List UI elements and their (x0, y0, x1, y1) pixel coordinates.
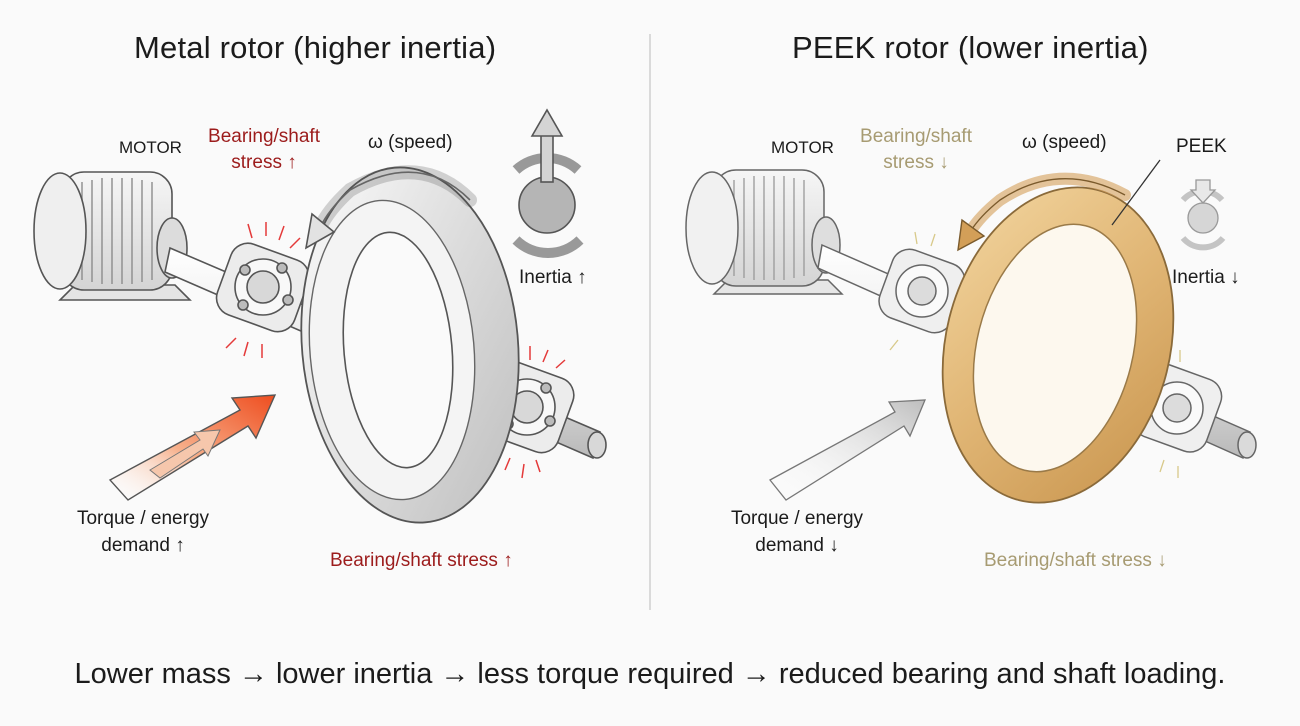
left-inertia-icon (512, 108, 584, 258)
left-torque-label: Torque / energy demand ↑ (70, 505, 216, 559)
left-bearing-stress-top: Bearing/shaft stress ↑ (200, 124, 328, 176)
caption: Lower mass → lower inertia → less torque… (74, 658, 1226, 690)
left-bearing-stress-top-line1: Bearing/shaft (208, 126, 320, 147)
peek-material-label: PEEK (1176, 136, 1227, 157)
left-motor-label: MOTOR (119, 138, 182, 157)
left-bearing-1-stress-lines (225, 222, 301, 358)
left-torque-arrow (108, 394, 277, 501)
peek-ring (941, 186, 1175, 504)
left-bearing-stress-bottom: Bearing/shaft stress ↑ (330, 550, 513, 571)
left-speed-arrowhead (304, 212, 336, 250)
right-torque-label: Torque / energy demand ↓ (724, 505, 870, 559)
right-speed-arrowhead (957, 218, 986, 252)
right-bearing-stress-bottom: Bearing/shaft stress ↓ (984, 550, 1167, 571)
right-motor-label: MOTOR (771, 138, 834, 157)
left-torque-label-line1: Torque / energy (76, 508, 210, 529)
left-bearing-1 (215, 242, 310, 333)
right-panel-title: PEEK rotor (lower inertia) (792, 30, 1149, 65)
left-speed-label: ω (speed) (368, 132, 453, 153)
right-bearing-2-stress-lines (1159, 350, 1181, 478)
right-torque-label-line1: Torque / energy (730, 508, 864, 529)
left-motor (33, 171, 192, 301)
left-inertia-label: Inertia ↑ (519, 267, 587, 288)
left-panel-title: Metal rotor (higher inertia) (134, 30, 497, 65)
right-torque-label-line2: demand ↓ (755, 535, 839, 556)
right-torque-arrow (769, 399, 926, 501)
right-motor (685, 169, 844, 295)
metal-ring (300, 166, 520, 524)
left-torque-label-line2: demand ↑ (101, 535, 185, 556)
right-speed-label: ω (speed) (1022, 132, 1107, 153)
right-bearing-stress-top-line1: Bearing/shaft (860, 126, 972, 147)
right-inertia-icon (1180, 179, 1226, 251)
right-bearing-stress-top: Bearing/shaft stress ↓ (852, 124, 980, 176)
right-bearing-1-stress-lines (889, 231, 936, 351)
peek-label-leader (1111, 159, 1161, 226)
right-inertia-label: Inertia ↓ (1172, 267, 1240, 288)
right-bearing-1 (878, 248, 966, 334)
left-bearing-stress-top-line2: stress ↑ (231, 152, 297, 173)
right-bearing-stress-top-line2: stress ↓ (883, 152, 949, 173)
